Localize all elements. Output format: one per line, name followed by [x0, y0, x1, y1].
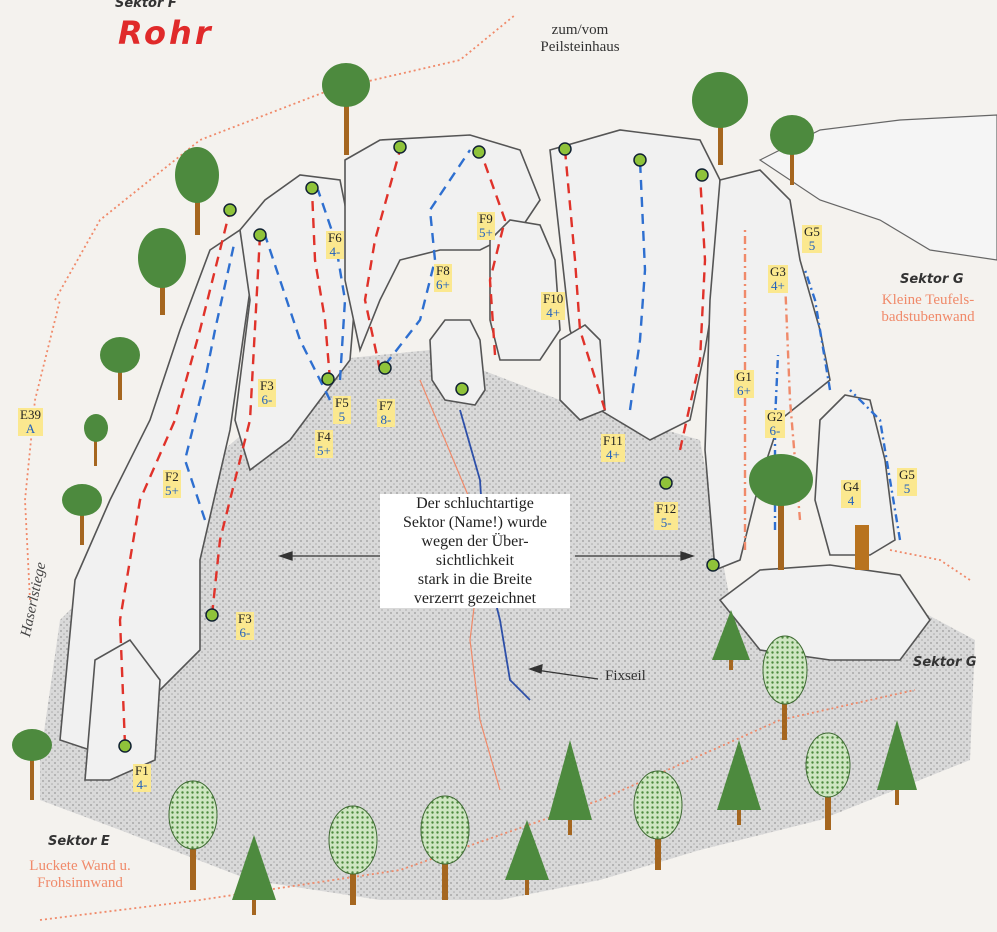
g4-marker-block: [855, 525, 869, 570]
page-title: Rohr: [118, 14, 214, 52]
anchor-icon: [394, 141, 406, 153]
anchor-icon: [707, 559, 719, 571]
tree-icon: [84, 414, 108, 466]
tree-icon: [169, 781, 217, 890]
luckete-wand-label: Luckete Wand u.Frohsinnwand: [10, 858, 150, 892]
anchor-icon: [559, 143, 571, 155]
anchor-icon: [119, 740, 131, 752]
path-g-base: [890, 550, 970, 580]
anchor-icon: [634, 154, 646, 166]
anchor-icon: [379, 362, 391, 374]
sektor-g-label-right: Sektor G: [913, 655, 977, 670]
anchor-icon: [254, 229, 266, 241]
kleine-teufelsbadstubenwand-label: Kleine Teufels-badstubenwand: [862, 292, 994, 326]
tree-icon: [138, 228, 186, 315]
tree-icon: [322, 63, 370, 155]
tree-icon: [749, 454, 813, 570]
anchor-icon: [660, 477, 672, 489]
rock-f9-tower: [490, 220, 560, 360]
tree-icon: [100, 337, 140, 400]
tree-icon: [175, 147, 219, 235]
anchor-icon: [473, 146, 485, 158]
anchor-icon: [322, 373, 334, 385]
anchor-icon: [224, 204, 236, 216]
sektor-f-label: Sektor F: [115, 0, 177, 11]
distortion-note: Der schluchtartige Sektor (Name!) wurde …: [380, 494, 570, 608]
anchor-icon: [696, 169, 708, 181]
sektor-e-label: Sektor E: [48, 834, 110, 849]
anchor-icon: [306, 182, 318, 194]
anchor-icon: [206, 609, 218, 621]
fixseil-label: Fixseil: [605, 668, 646, 685]
path-haserlstiege: [25, 300, 60, 600]
anchor-icon: [456, 383, 468, 395]
sektor-g-label-top: Sektor G: [900, 272, 964, 287]
